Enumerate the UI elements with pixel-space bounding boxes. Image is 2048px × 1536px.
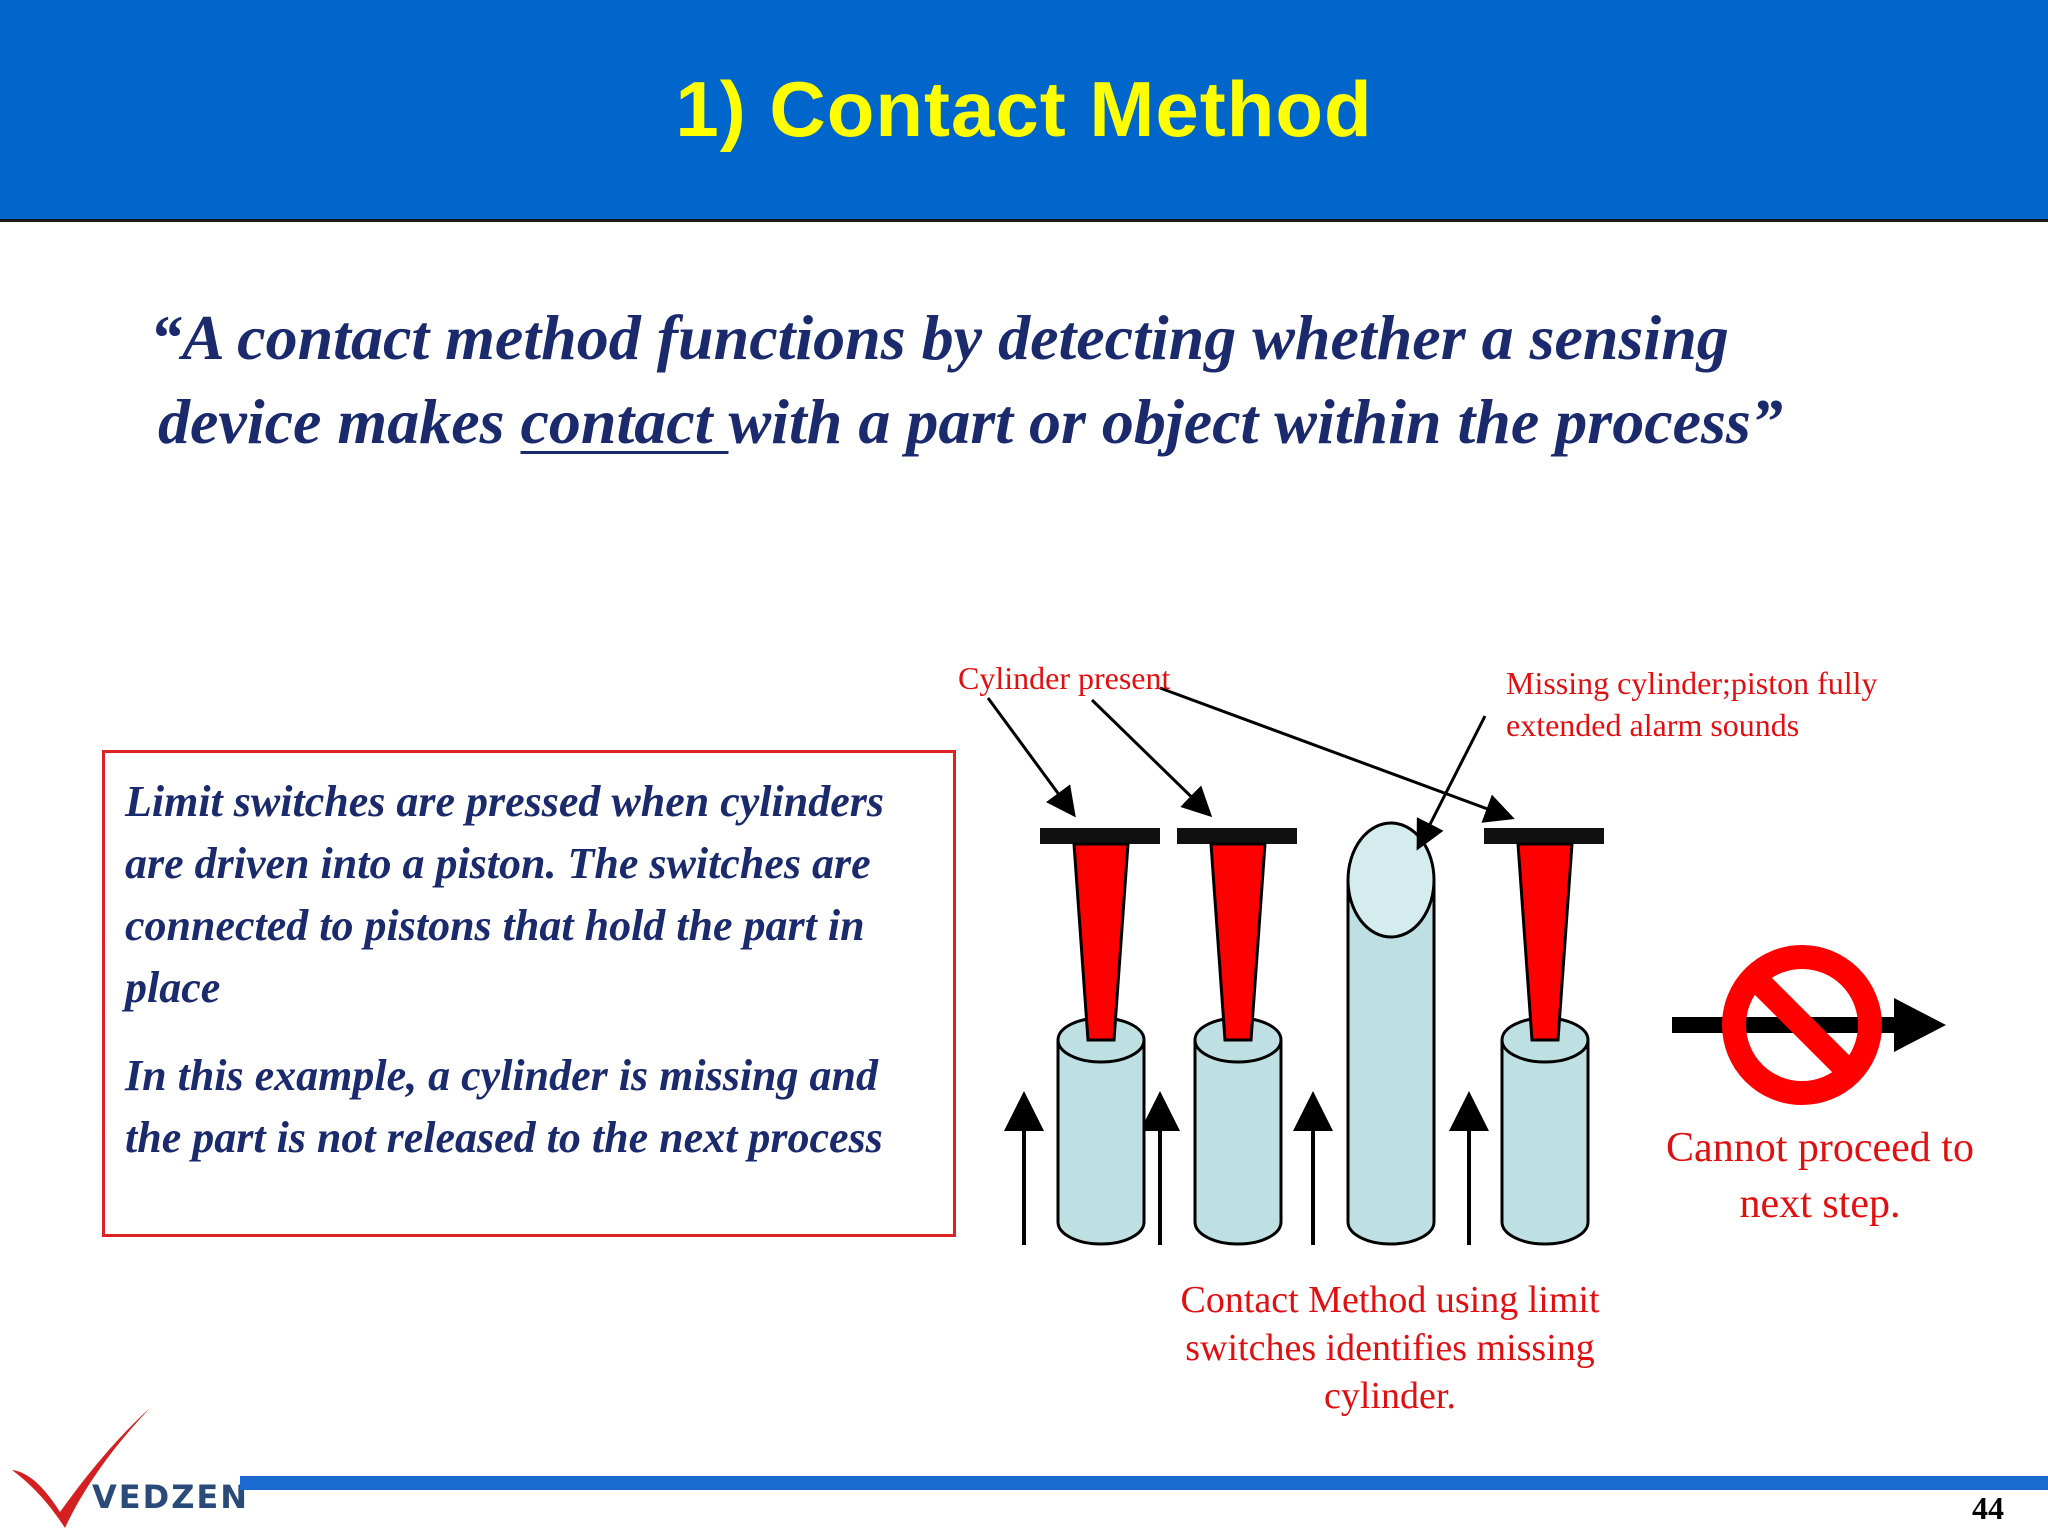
quote-line-1: “A contact method functions by detecting…	[150, 302, 1729, 373]
pointer-arrows	[986, 686, 1515, 851]
extended-piston	[1346, 821, 1436, 1246]
page-number: 44	[1972, 1490, 2004, 1526]
description-paragraph-1: Limit switches are pressed when cylinder…	[125, 777, 884, 1012]
logo-text: VEDZEN	[92, 1478, 250, 1516]
limit-switch-1	[1040, 828, 1160, 1042]
quote-underlined-word: contact	[520, 386, 729, 457]
description-paragraph-2: In this example, a cylinder is missing a…	[125, 1051, 883, 1162]
footer-bar	[240, 1476, 2048, 1490]
label-cylinder-present: Cylinder present	[958, 660, 1171, 696]
slide-title: 1) Contact Method	[675, 65, 1373, 153]
quote-text-b: with a part or object within the process…	[728, 386, 1783, 457]
diagram-caption: Contact Method using limit switches iden…	[1180, 1279, 1600, 1417]
vedzen-logo	[12, 1408, 150, 1528]
prohibited-icon	[1722, 945, 1882, 1105]
cylinder-2	[1193, 1016, 1283, 1246]
cylinder-4	[1500, 1016, 1590, 1246]
label-cannot-proceed: Cannot proceed to next step.	[1666, 1125, 1974, 1227]
quote-line-2: device makes contact with a part or obje…	[150, 380, 1970, 464]
limit-switch-3	[1484, 828, 1604, 1042]
cylinder-1	[1056, 1016, 1146, 1246]
limit-switch-2	[1177, 828, 1297, 1042]
quote-text-a: device makes	[158, 386, 521, 457]
definition-quote: “A contact method functions by detecting…	[150, 296, 1970, 464]
label-missing-cylinder: Missing cylinder;piston fully extended a…	[1506, 665, 1878, 743]
title-bar: 1) Contact Method	[0, 0, 2048, 222]
description-box: Limit switches are pressed when cylinder…	[102, 750, 956, 1237]
